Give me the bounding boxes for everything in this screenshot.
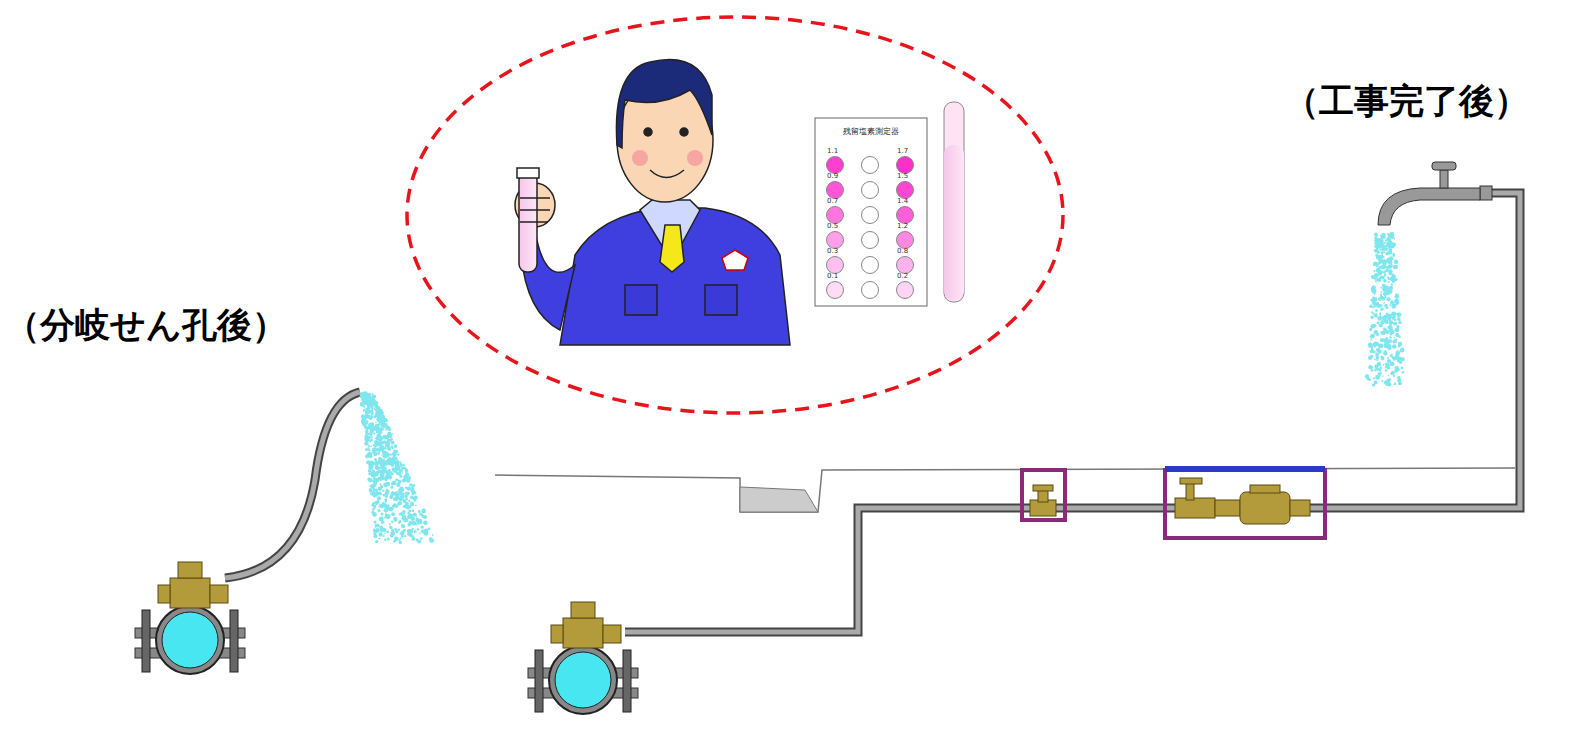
scale-value: 1.7 (897, 148, 908, 155)
chart-title: 残留塩素測定器 (815, 126, 927, 137)
service-pipe-inner (625, 193, 1520, 632)
chart-board (815, 118, 927, 306)
scale-value: 1.5 (897, 173, 908, 180)
chart-title-area: 残留塩素測定器 (815, 118, 927, 137)
inspector-figure (515, 59, 790, 345)
flushing-hose (225, 392, 360, 578)
reference-tube (944, 102, 964, 302)
scale-value: 1.4 (897, 198, 908, 205)
reference-liquid (944, 145, 964, 300)
scale-value: 0.3 (827, 248, 838, 255)
saddle-right (528, 602, 638, 714)
water-meter (1175, 478, 1310, 524)
flushing-hose-inner (225, 392, 360, 578)
service-pipe (625, 193, 1520, 632)
stage-label: （分岐せん孔後） (5, 306, 287, 345)
scale-value: 0.2 (897, 273, 908, 280)
scale-value: 1.2 (897, 223, 908, 230)
scale-value: 0.8 (897, 248, 908, 255)
scale-value: 0.9 (827, 173, 838, 180)
water-spray (360, 232, 1405, 544)
scale-value: 0.7 (827, 198, 838, 205)
color-scale (827, 157, 914, 299)
scale-value: 0.1 (827, 273, 838, 280)
scale-value: 0.5 (827, 223, 838, 230)
meter-box (1165, 470, 1325, 538)
valve-box (1022, 470, 1065, 520)
curb (740, 487, 818, 512)
callout-ellipse (407, 17, 1063, 413)
scale-value: 1.1 (827, 148, 838, 155)
meter-lid (1165, 466, 1325, 472)
stage-label: （工事完了後） (1284, 82, 1529, 121)
faucet (1378, 162, 1492, 225)
